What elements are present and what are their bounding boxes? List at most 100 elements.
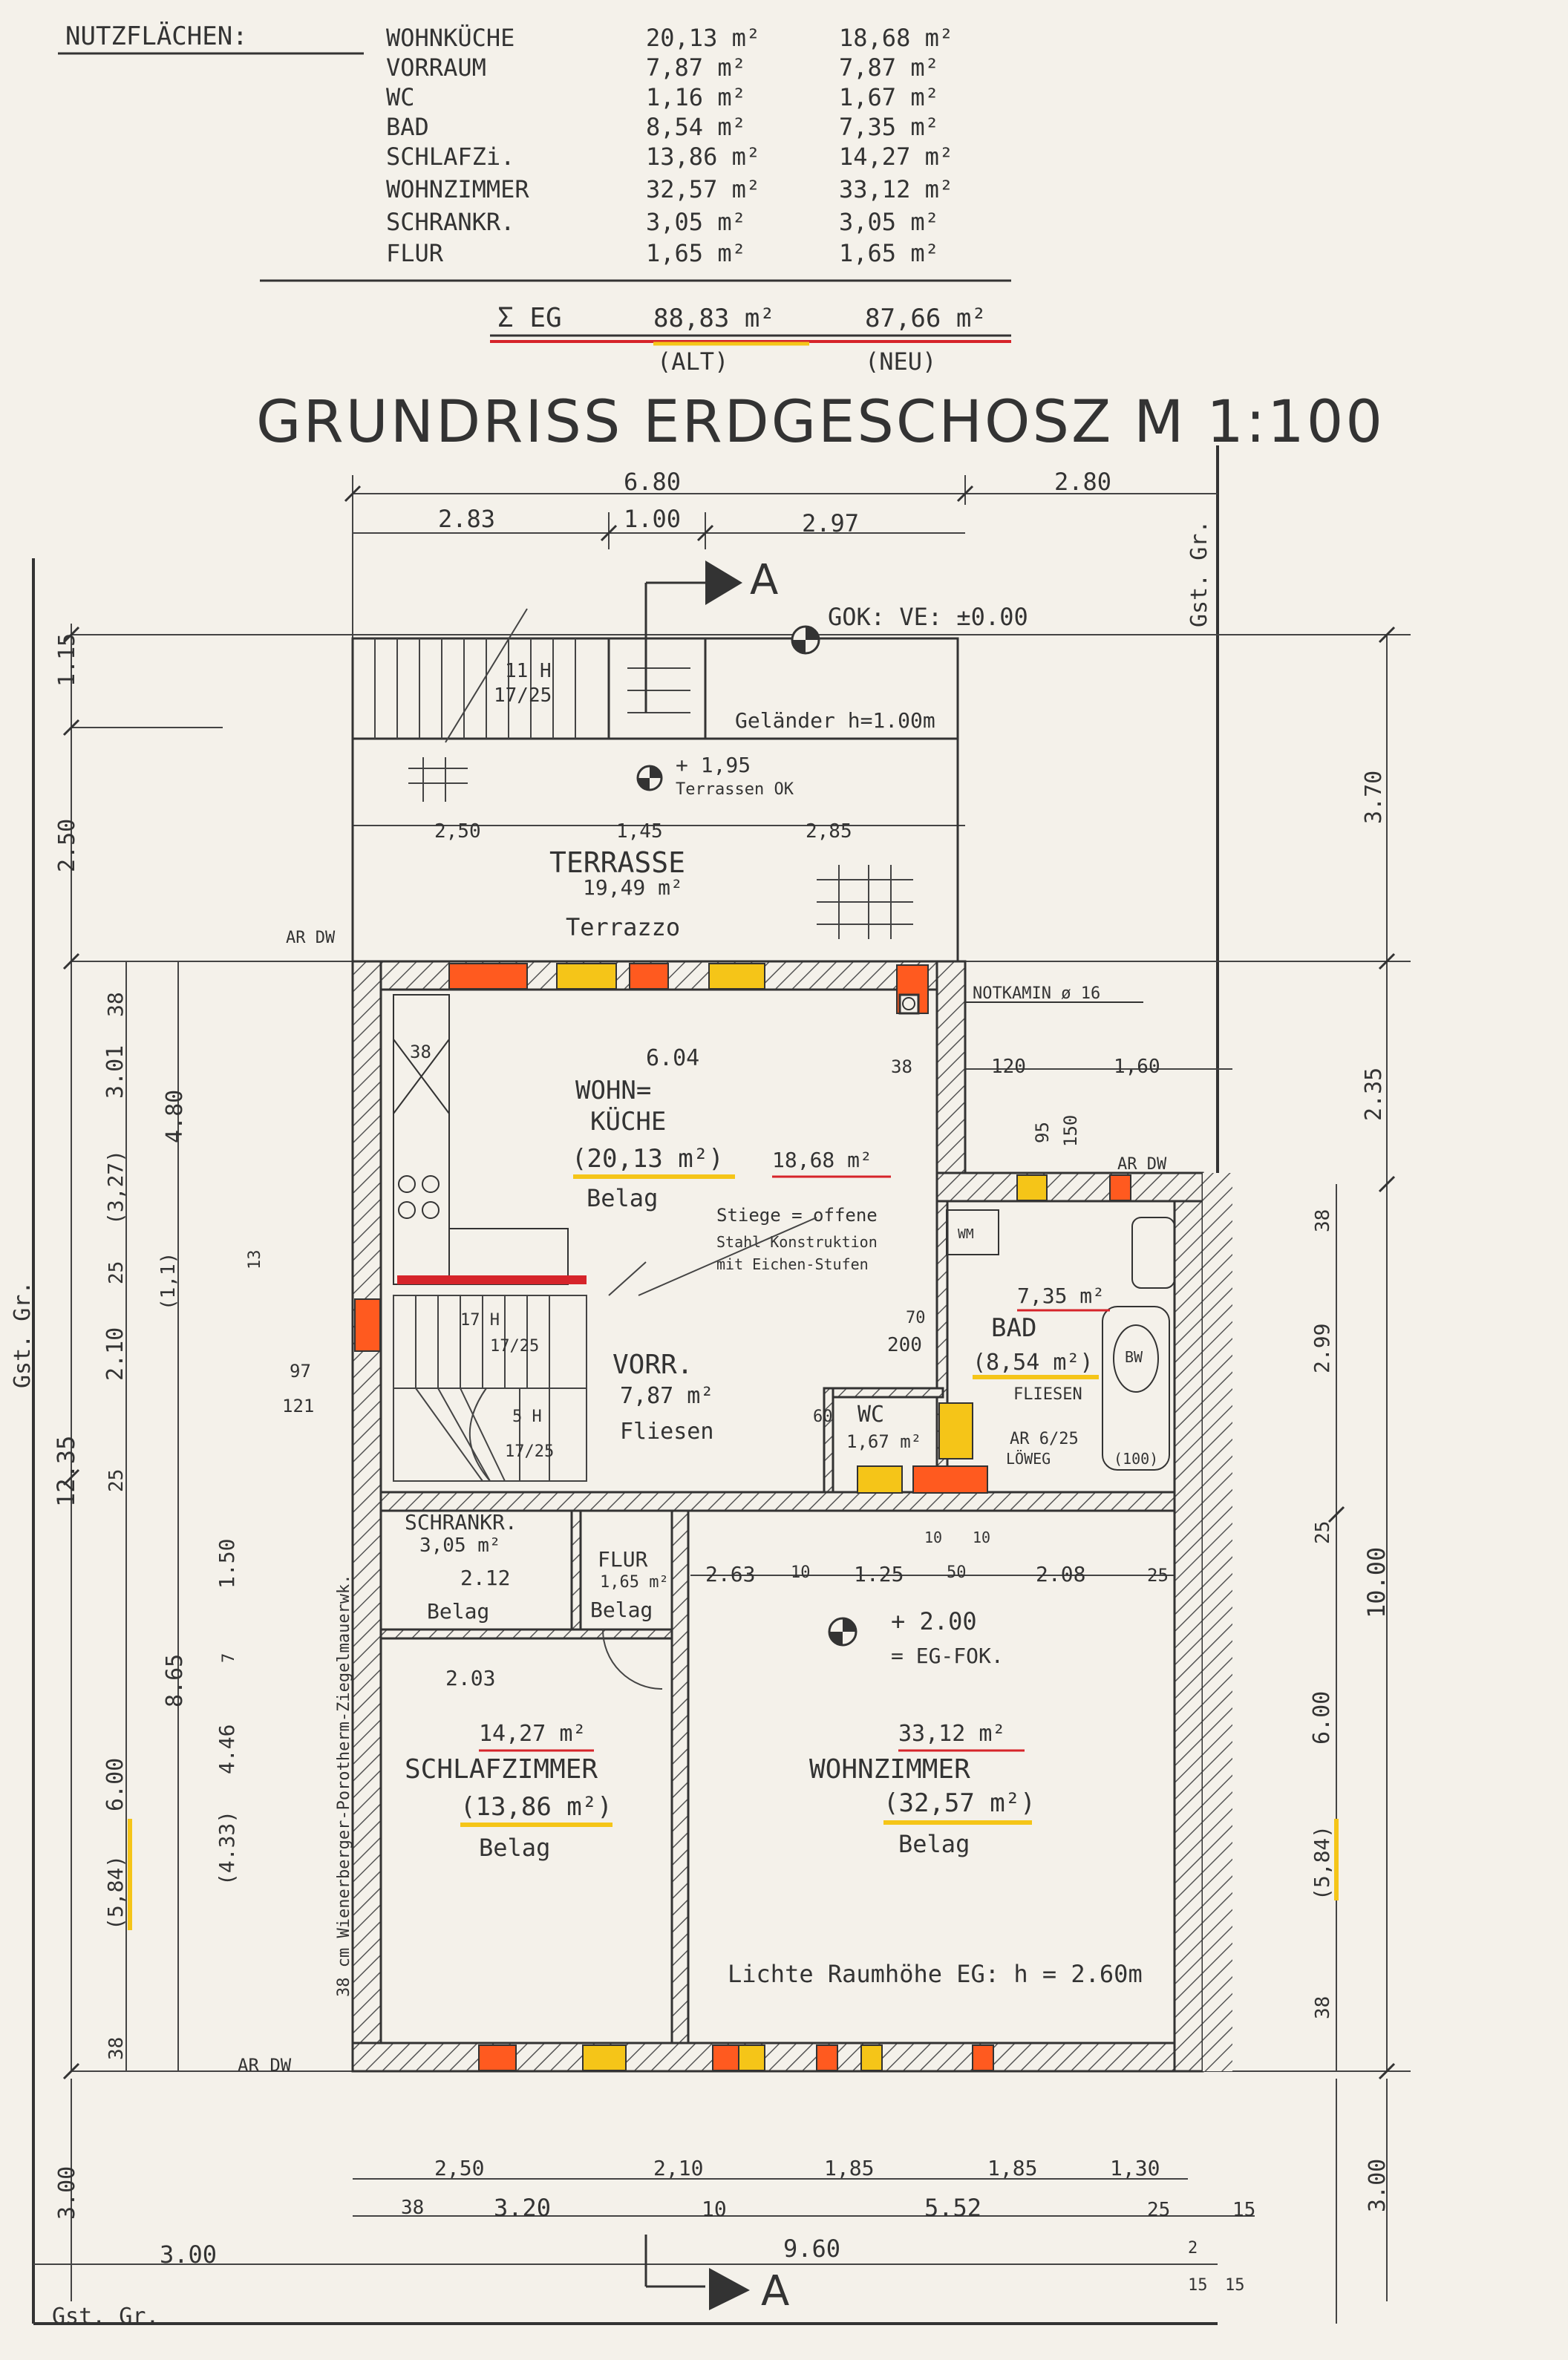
areas-sum-neu: 87,66 m² <box>865 304 987 333</box>
areas-table: NUTZFLÄCHEN: WOHNKÜCHE 20,13 m² 18,68 m²… <box>58 22 1011 376</box>
dim-bot-n: 15 <box>1225 2276 1245 2295</box>
schlaf-name: SCHLAFZIMMER <box>405 1754 598 1785</box>
dim-mid-c: 2.08 <box>1036 1562 1085 1586</box>
flur-area: 1,65 m² <box>600 1573 669 1592</box>
dim-left-1: 1.15 <box>54 633 80 687</box>
area-alt-value: 3,05 m² <box>646 208 746 236</box>
dim-right-6: 6.00 <box>1309 1691 1335 1745</box>
area-neu-value: 1,67 m² <box>839 83 939 111</box>
dim-left-in3: (4.33) <box>215 1811 239 1886</box>
dim-mid-e: 50 <box>947 1563 967 1582</box>
dimension-ticks <box>62 485 1396 2080</box>
dim-mid-h: 10 <box>973 1529 990 1546</box>
dim-bot-k: 15 <box>1232 2199 1255 2221</box>
window-terrace-2 <box>556 963 617 990</box>
dim-right-1: 3.70 <box>1361 771 1387 824</box>
window-terrace-4 <box>708 963 765 990</box>
wohn-floor: Belag <box>898 1830 970 1858</box>
dim-left-in4: 13 <box>246 1250 264 1270</box>
kitchen-red-strip <box>397 1275 587 1284</box>
dim-k-c: 95 <box>1032 1122 1053 1143</box>
stairs-low-count: 5 H <box>512 1408 542 1426</box>
area-room-name: WOHNZIMMER <box>386 175 529 203</box>
dim-left-sub: 8.65 <box>162 1654 188 1707</box>
windows <box>354 963 1131 2071</box>
area-neu-value: 3,05 m² <box>839 208 939 236</box>
dim-left-7: (1,1) <box>157 1252 180 1310</box>
dim-mid-b: 1.25 <box>854 1562 904 1586</box>
flur-floor: Belag <box>590 1598 653 1622</box>
areas-alt-label: (ALT) <box>657 347 728 376</box>
dim-bot-l: 2 <box>1188 2239 1198 2258</box>
stairs-low-ratio: 17/25 <box>505 1442 554 1461</box>
area-neu-value: 7,87 m² <box>839 53 939 82</box>
dim-bot-rightv: 3.00 <box>1365 2159 1391 2212</box>
window-bottom-7 <box>972 2044 994 2071</box>
terrace-level-marker <box>636 765 663 791</box>
window-bottom-6 <box>860 2044 883 2071</box>
window-wc-1 <box>857 1465 903 1494</box>
stairs-mid-ratio: 17/25 <box>490 1337 539 1356</box>
window-bad-2 <box>1109 1174 1131 1201</box>
bad-loweg: LÖWEG <box>1006 1450 1051 1468</box>
area-neu-value: 18,68 m² <box>839 24 953 52</box>
dim-top-b: 1.00 <box>624 505 681 533</box>
dim-right-5: 25 <box>1312 1521 1334 1544</box>
wohn-area-alt: (32,57 m²) <box>883 1788 1036 1818</box>
dim-k-a: 120 <box>991 1056 1026 1078</box>
kitchen-name-2: KÜCHE <box>590 1106 666 1137</box>
bad-fliesen: FLIESEN <box>1013 1385 1082 1404</box>
wohn-name: WOHNZIMMER <box>809 1754 970 1785</box>
ar-dw-bottom: AR DW <box>238 2055 292 2076</box>
gst-gr-left: Gst. Gr. <box>10 1281 36 1389</box>
eg-level-note: = EG-FOK. <box>891 1644 1004 1668</box>
wc-dim-60: 60 <box>813 1408 833 1426</box>
eg-level-marker <box>828 1617 858 1647</box>
areas-rows: WOHNKÜCHE 20,13 m² 18,68 m² VORRAUM 7,87… <box>386 24 953 267</box>
window-wc-3 <box>938 1402 973 1460</box>
areas-sum-label: Σ EG <box>497 303 562 333</box>
dim-left-12: 38 <box>105 2037 128 2060</box>
schlaf-area-alt: (13,86 m²) <box>460 1792 612 1822</box>
window-bottom-1 <box>478 2044 517 2071</box>
stiege-note-1: Stiege = offene <box>716 1205 878 1226</box>
dim-k-d: 150 <box>1060 1115 1081 1147</box>
wc-name: WC <box>858 1402 884 1428</box>
window-terrace-3 <box>629 963 669 990</box>
area-room-name: SCHRANKR. <box>386 208 514 236</box>
vorraum-area: 7,87 m² <box>620 1383 713 1409</box>
area-alt-value: 1,65 m² <box>646 239 746 267</box>
terrace-level: + 1,95 <box>676 753 751 777</box>
ar-dw-bad: AR DW <box>1117 1155 1167 1174</box>
dim-left-in7: 7 <box>220 1653 238 1663</box>
terr-dim-b: 1,45 <box>616 820 663 843</box>
dim-bot-d: 1,85 <box>987 2156 1037 2180</box>
stiege-note-2: Stahl Konstruktion <box>716 1233 878 1251</box>
section-label-bottom: A <box>761 2267 789 2315</box>
area-neu-value: 14,27 m² <box>839 143 953 171</box>
window-bad-1 <box>1016 1174 1048 1201</box>
ar-dw-terrace: AR DW <box>286 929 336 947</box>
schrank-name: SCHRANKR. <box>405 1510 517 1534</box>
bad-area-neu: 7,35 m² <box>1017 1284 1105 1308</box>
dim-left-in2: 4.46 <box>215 1725 239 1774</box>
dim-bot-c: 1,85 <box>824 2156 874 2180</box>
dim-top-total: 6.80 <box>624 468 681 496</box>
dim-right-3: 38 <box>1312 1209 1334 1232</box>
dim-right-4: 2.99 <box>1310 1324 1334 1373</box>
dim-mid-g: 10 <box>924 1529 942 1546</box>
bad-area-alt: (8,54 m²) <box>973 1350 1094 1376</box>
area-alt-value: 8,54 m² <box>646 113 746 141</box>
dim-top-c: 2.97 <box>802 509 859 537</box>
dim-left-in6: 121 <box>282 1396 314 1416</box>
area-alt-value: 20,13 m² <box>646 24 760 52</box>
dim-left-sub2: 4.80 <box>162 1090 188 1143</box>
dim-left-9: 25 <box>105 1469 128 1492</box>
gelaender-label: Geländer h=1.00m <box>735 708 935 733</box>
wm-label: WM <box>958 1226 974 1242</box>
dim-k-b: 1,60 <box>1114 1056 1160 1078</box>
area-room-name: WOHNKÜCHE <box>386 24 514 52</box>
schlaf-floor: Belag <box>479 1834 550 1862</box>
wc-area: 1,67 m² <box>846 1431 921 1452</box>
interior-staircase <box>393 1217 817 1482</box>
